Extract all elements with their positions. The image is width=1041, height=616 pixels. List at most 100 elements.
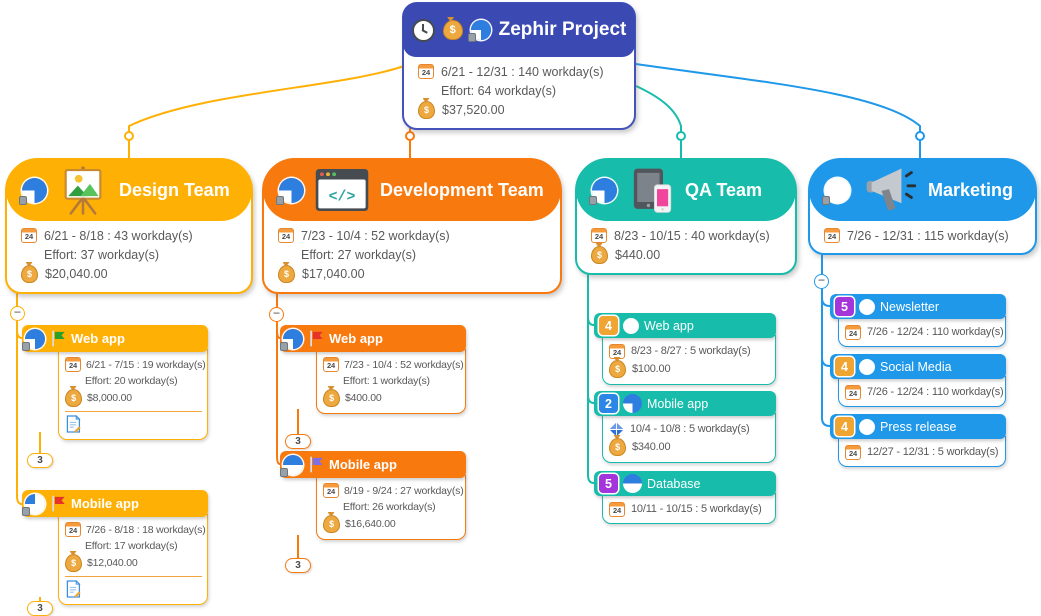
collapse-toggle[interactable]: − <box>269 307 284 322</box>
calendar-icon: 24 <box>323 483 339 498</box>
calendar-icon: 24 <box>845 324 861 340</box>
subtask-details: 10/4 - 10/8 : 5 workday(s) $ $340.00 <box>602 413 776 463</box>
subtask-header[interactable]: Web app <box>280 325 466 352</box>
money-bag-icon: $ <box>21 265 38 283</box>
team-header[interactable]: Design Team <box>6 159 252 221</box>
subtask-node-design-web-app[interactable]: Web app 24 6/21 - 7/15 : 19 workday(s) E… <box>22 325 208 440</box>
calendar-icon: 24 <box>418 64 434 79</box>
subtask-header[interactable]: Mobile app <box>22 490 208 517</box>
subtask-header[interactable]: 4 Web app <box>594 313 776 338</box>
team-details: 24 7/23 - 10/4 : 52 workday(s) Effort: 2… <box>264 220 560 292</box>
subtask-node-design-mobile-app[interactable]: Mobile app 24 7/26 - 8/18 : 18 workday(s… <box>22 490 208 605</box>
child-count-badge[interactable]: 3 <box>285 434 311 449</box>
cost-row: $ $12,040.00 <box>65 554 202 572</box>
subtask-node-qa-mobile-app[interactable]: 2 Mobile app 10/4 - 10/8 : 5 workday(s) … <box>594 391 776 463</box>
money-bag-icon: $ <box>442 20 463 40</box>
priority-badge: 4 <box>835 357 854 376</box>
subtask-node-marketing-social-media[interactable]: 4 Social Media 24 7/26 - 12/24 : 110 wor… <box>830 354 1006 407</box>
effort-row: Effort: 20 workday(s) <box>85 374 178 387</box>
child-count-badge[interactable]: 3 <box>27 453 53 468</box>
calendar-icon: 24 <box>609 501 625 517</box>
note-icon[interactable] <box>65 415 81 433</box>
root-node[interactable]: $ Zephir Project 24 6/21 - 12/31 : 140 w… <box>402 2 636 130</box>
progress-pie-icon <box>276 177 304 205</box>
subtask-title: Mobile app <box>329 457 397 472</box>
subtask-header[interactable]: 5 Database <box>594 471 776 496</box>
connector-root-marketing <box>635 63 921 158</box>
team-node-marketing[interactable]: Marketing 24 7/26 - 12/31 : 115 workday(… <box>808 158 1037 255</box>
subtask-details: 24 7/26 - 12/24 : 110 workday(s) <box>838 316 1006 347</box>
branch-marketing-social <box>821 357 831 367</box>
child-count-badge[interactable]: 3 <box>285 558 311 573</box>
calendar-icon: 24 <box>323 357 339 372</box>
subtask-header[interactable]: 4 Social Media <box>830 354 1006 379</box>
effort-row: Effort: 64 workday(s) <box>441 83 557 98</box>
connector-dot <box>676 131 686 141</box>
progress-pie-icon <box>22 493 45 516</box>
team-title: Design Team <box>119 179 230 200</box>
root-title: Zephir Project <box>498 19 627 40</box>
subtask-header[interactable]: 5 Newsletter <box>830 294 1006 319</box>
collapse-toggle[interactable]: − <box>814 274 829 289</box>
subtask-header[interactable]: 4 Press release <box>830 414 1006 439</box>
date-row: 24 7/26 - 12/24 : 110 workday(s) <box>845 384 1004 400</box>
calendar-icon: 24 <box>591 228 607 243</box>
subtask-node-qa-database[interactable]: 5 Database 24 10/11 - 10/15 : 5 workday(… <box>594 471 776 524</box>
subtask-node-dev-mobile-app[interactable]: Mobile app 24 8/19 - 9/24 : 27 workday(s… <box>280 451 466 540</box>
subtask-title: Mobile app <box>71 496 139 511</box>
team-details: 24 7/26 - 12/31 : 115 workday(s) <box>810 220 1035 253</box>
subtask-title: Press release <box>880 419 957 434</box>
team-header[interactable]: </> Development Team <box>263 159 561 221</box>
effort-row: Effort: 26 workday(s) <box>343 500 436 513</box>
divider <box>65 576 202 577</box>
note-icon[interactable] <box>65 580 81 598</box>
money-bag-icon: $ <box>65 554 82 572</box>
subtask-node-dev-web-app[interactable]: Web app 24 7/23 - 10/4 : 52 workday(s) E… <box>280 325 466 414</box>
cost-text: $37,520.00 <box>442 103 505 117</box>
date-row: 24 10/11 - 10/15 : 5 workday(s) <box>609 501 770 517</box>
subtask-header[interactable]: 2 Mobile app <box>594 391 776 416</box>
branch-qa-mobileapp <box>587 394 595 404</box>
connector-root-qa <box>635 85 682 158</box>
milestone-icon <box>609 421 624 437</box>
team-header[interactable]: QA Team <box>576 159 796 221</box>
collapse-toggle[interactable]: − <box>10 306 25 321</box>
easel-art-icon <box>64 166 102 215</box>
date-row: 24 7/26 - 8/18 : 18 workday(s) <box>65 522 206 537</box>
subtask-node-qa-web-app[interactable]: 4 Web app 24 8/23 - 8/27 : 5 workday(s) … <box>594 313 776 385</box>
team-node-development[interactable]: </> Development Team 24 7/23 - 10/4 : 52… <box>262 158 562 294</box>
calendar-icon: 24 <box>65 522 81 537</box>
branch-design <box>16 289 23 505</box>
child-count-badge[interactable]: 3 <box>27 601 53 616</box>
calendar-icon: 24 <box>21 228 37 243</box>
subtask-title: Web app <box>644 318 694 333</box>
progress-pie-icon <box>623 394 642 413</box>
cost-row: $ $8,000.00 <box>65 389 202 407</box>
branch-marketing <box>821 252 831 427</box>
cost-row: $ $16,640.00 <box>323 515 460 533</box>
subtask-node-marketing-newsletter[interactable]: 5 Newsletter 24 7/26 - 12/24 : 110 workd… <box>830 294 1006 347</box>
red-flag-icon <box>52 495 65 512</box>
progress-circle-icon <box>859 358 875 375</box>
money-bag-icon: $ <box>609 438 626 456</box>
root-header[interactable]: $ Zephir Project <box>403 3 635 57</box>
cost-row: $ $17,040.00 <box>278 265 550 283</box>
team-title: QA Team <box>685 179 763 200</box>
team-details: 24 6/21 - 8/18 : 43 workday(s) Effort: 3… <box>7 220 251 292</box>
subtask-header[interactable]: Web app <box>22 325 208 352</box>
subtask-details: 24 6/21 - 7/15 : 19 workday(s) Effort: 2… <box>58 349 208 440</box>
purple-flag-icon <box>310 456 323 473</box>
subtask-title: Social Media <box>880 359 952 374</box>
branch-design-webapp <box>16 329 23 339</box>
subtask-header[interactable]: Mobile app <box>280 451 466 478</box>
subtask-details: 24 7/26 - 12/24 : 110 workday(s) <box>838 376 1006 407</box>
subtask-node-marketing-press-release[interactable]: 4 Press release 24 12/27 - 12/31 : 5 wor… <box>830 414 1006 467</box>
team-node-design[interactable]: Design Team 24 6/21 - 8/18 : 43 workday(… <box>5 158 253 294</box>
subtask-title: Web app <box>329 331 383 346</box>
team-header[interactable]: Marketing <box>809 159 1036 221</box>
date-row: 10/4 - 10/8 : 5 workday(s) <box>609 421 770 437</box>
team-node-qa[interactable]: QA Team 24 8/23 - 10/15 : 40 workday(s) … <box>575 158 797 275</box>
progress-pie-icon <box>467 20 491 42</box>
cost-row: $ $440.00 <box>591 246 785 264</box>
priority-badge: 2 <box>599 394 618 413</box>
